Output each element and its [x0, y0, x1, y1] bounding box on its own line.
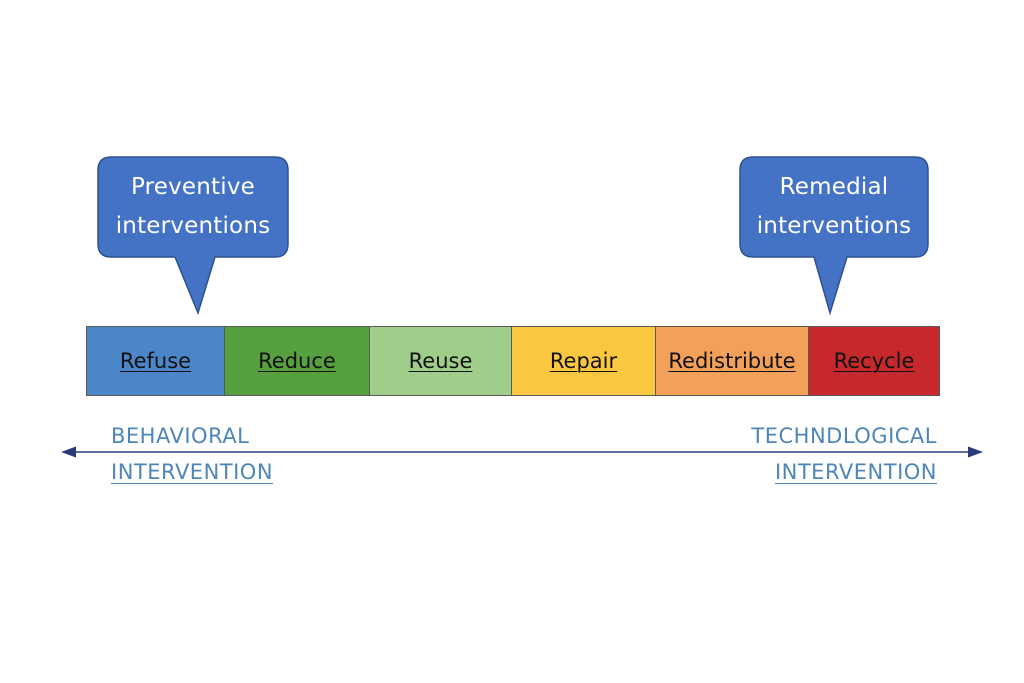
segment-refuse-label: Refuse: [119, 349, 192, 373]
segment-recycle-label: Recycle: [833, 349, 915, 373]
callout-preventive-shape: [97, 156, 289, 316]
callout-preventive-line2: interventions: [115, 213, 271, 239]
behavioral-label-line2: INTERVENTION: [111, 460, 274, 484]
behavioral-label-line1: BEHAVIORAL: [111, 424, 250, 448]
technological-label-line1: TECHNDLOGICAL: [751, 424, 937, 448]
segment-reuse-label: Reuse: [408, 349, 473, 373]
behavioral-intervention-label: BEHAVIORAL INTERVENTION: [111, 418, 273, 490]
callout-remedial-shape: [739, 156, 929, 316]
callout-preventive-text: Preventive interventions: [97, 156, 289, 258]
technological-intervention-label: TECHNDLOGICAL INTERVENTION: [751, 418, 937, 490]
callout-remedial-text: Remedial interventions: [739, 156, 929, 258]
segment-reduce-label: Reduce: [258, 349, 336, 373]
callout-remedial: Remedial interventions: [739, 156, 929, 316]
technological-label-line2: INTERVENTION: [774, 460, 937, 484]
waste-hierarchy-bar: Refuse Reduce Reuse Repair Redistribute …: [86, 326, 940, 396]
arrow-right-head-icon: [968, 446, 983, 458]
segment-reduce: Reduce: [225, 327, 370, 395]
callout-remedial-line1: Remedial: [779, 174, 889, 200]
segment-redistribute: Redistribute: [656, 327, 809, 395]
callout-preventive: Preventive interventions: [97, 156, 289, 316]
segment-reuse: Reuse: [370, 327, 512, 395]
callout-remedial-line2: interventions: [756, 213, 912, 239]
segment-repair: Repair: [512, 327, 656, 395]
segment-refuse: Refuse: [87, 327, 225, 395]
segment-recycle: Recycle: [809, 327, 939, 395]
segment-redistribute-label: Redistribute: [668, 349, 796, 373]
segment-repair-label: Repair: [549, 349, 618, 373]
callout-preventive-line1: Preventive: [130, 174, 256, 200]
arrow-left-head-icon: [61, 446, 76, 458]
